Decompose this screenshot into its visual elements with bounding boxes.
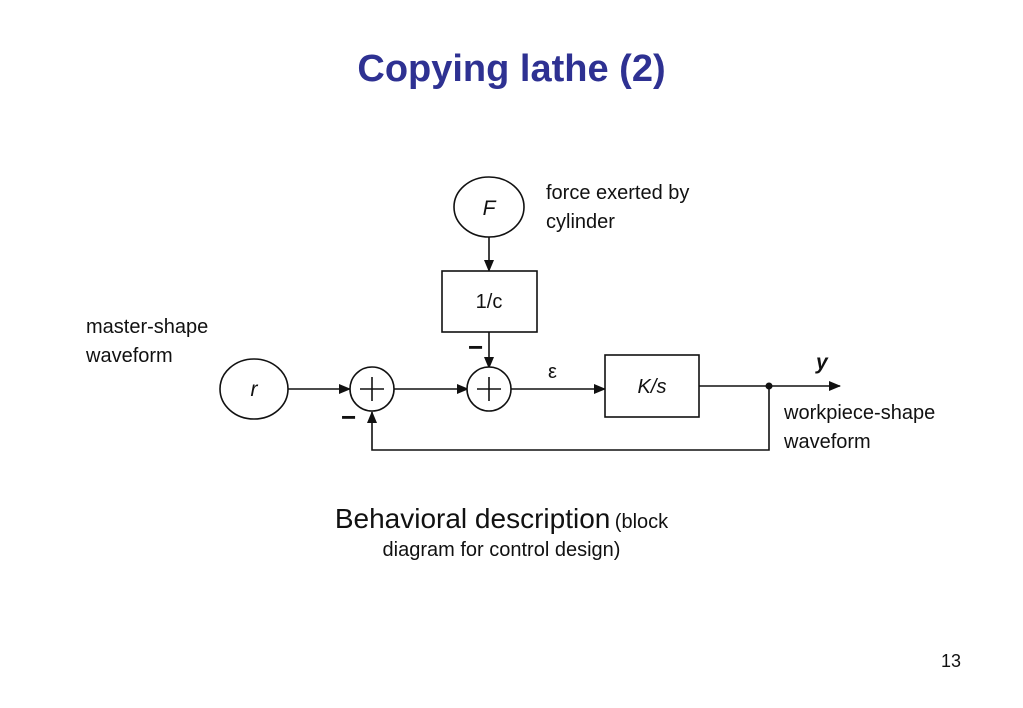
force-annotation-line2: cylinder bbox=[546, 211, 615, 233]
force-annotation: force exerted by cylinder bbox=[546, 179, 689, 237]
force-annotation-line1: force exerted by bbox=[546, 182, 690, 204]
workpiece-shape-annotation-line2: waveform bbox=[784, 431, 871, 453]
compliance-block bbox=[441, 270, 538, 333]
compliance-block-label: 1/c bbox=[476, 291, 503, 313]
reference-input-label: r bbox=[251, 378, 259, 401]
slide-title: Copying lathe (2) bbox=[357, 48, 666, 90]
feedback-path bbox=[367, 386, 770, 451]
workpiece-shape-annotation: workpiece-shape waveform bbox=[784, 399, 935, 457]
master-shape-annotation-line1: master-shape bbox=[86, 316, 209, 338]
integrator-block bbox=[604, 354, 700, 418]
error-signal-label: ε bbox=[548, 361, 557, 383]
caption-line2: diagram for control design) bbox=[382, 539, 621, 561]
caption-main: Behavioral description bbox=[334, 503, 611, 534]
minus-sign-top: − bbox=[468, 332, 483, 362]
caption-paren: (block bbox=[614, 511, 669, 533]
master-shape-annotation-line2: waveform bbox=[86, 345, 173, 367]
workpiece-shape-annotation-line1: workpiece-shape bbox=[784, 402, 936, 424]
master-shape-annotation: master-shape waveform bbox=[86, 313, 208, 371]
force-input-label: F bbox=[483, 197, 497, 220]
minus-sign-feedback: − bbox=[341, 402, 356, 432]
page-number: 13 bbox=[940, 651, 961, 671]
integrator-block-label: K/s bbox=[638, 376, 667, 398]
output-label: y bbox=[815, 351, 829, 374]
diagram-caption: Behavioral description (block diagram fo… bbox=[250, 503, 753, 562]
